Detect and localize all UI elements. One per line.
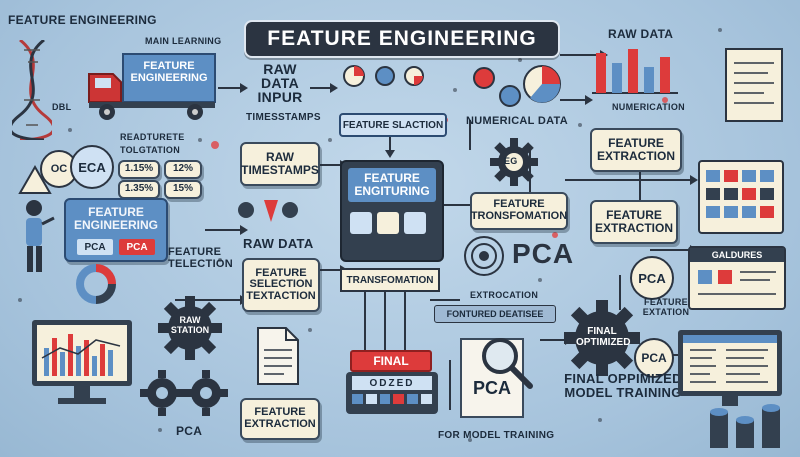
pca-big-text: PCA (512, 238, 575, 269)
final-red-button[interactable]: FINAL (350, 350, 432, 372)
final-optimized-gear-icon (564, 300, 640, 376)
pca-bottom-label: PCA (176, 424, 203, 438)
pca-circle-bottom: PCA (634, 338, 674, 378)
feature-telection-label: FEATURE TELECTION (168, 246, 234, 271)
truck-icon (88, 53, 216, 120)
panel-tile-2 (377, 212, 399, 234)
bar-chart-icon (592, 49, 678, 94)
gear-eg-label: EG (504, 156, 518, 166)
main-learning-label: MAIN LEARNING (145, 36, 222, 46)
for-model-training-label: FOR MODEL TRAINING (438, 430, 555, 441)
feature-engineering-left-panel: FEATURE ENGINEERING PCA PCA (64, 198, 168, 262)
feature-slaction-pill: FEATURE SLACTION (339, 113, 447, 137)
numerical-pie-icon (473, 65, 561, 107)
pca-circle-top: PCA (630, 256, 674, 300)
key (365, 394, 377, 404)
feature-engiturng-panel: FEATURE ENGITURING (340, 160, 444, 262)
dbl-label: DBL (52, 102, 72, 112)
key (379, 394, 391, 404)
pca-left-red-chip: PCA (119, 239, 155, 256)
feature-extraction-bottom-card: FEATURE EXTRACTION (240, 398, 320, 440)
truck-label: FEATURE ENGINEERING (130, 60, 208, 85)
corner-title: FEATURE ENGINEERING (8, 13, 157, 27)
magnifier-icon (482, 338, 533, 389)
final-optimized-gear-label: FINAL OPTIMIZED (576, 326, 631, 348)
feature-extraction-card-mid: FEATURE EXTRACTION (590, 200, 678, 244)
raw-station-gear-icon (158, 296, 222, 360)
numerical-data-label: NUMERICAL DATA (466, 115, 568, 127)
notes-icon (725, 48, 783, 122)
feature-extraction-card-top: FEATURE EXTRACTION (590, 128, 682, 172)
panel-tile-1 (350, 212, 372, 234)
feature-transformation-card: FEATURE TRONSFOMATION (470, 192, 568, 230)
fontured-deatisee-pill: FONTURED DEATISEE (434, 305, 556, 323)
final-optimized-model-training-text: FINAL OPPIMIZED MODEL TRAINING (564, 371, 682, 401)
transfomation-bar: TRANSFOMATION (340, 268, 440, 292)
eca-badge: ECA (70, 145, 114, 189)
raw-data-input-label: RAW DATA INPUR (257, 61, 303, 105)
gears-pair-icon (140, 370, 228, 416)
raw-data-mid-label: RAW DATA (243, 236, 314, 251)
odzed-display: ODZED (352, 376, 432, 390)
extrocation-label: EXTROCATION (470, 290, 539, 300)
pca-magnify-text: PCA (472, 377, 511, 398)
value-tile-4: 15% (164, 180, 202, 199)
galdures-panel: GALDURES (688, 246, 786, 310)
raw-data-top-label: RAW DATA (608, 27, 674, 41)
odzed-keypad: ODZED (346, 372, 438, 414)
value-tile-2: 12% (164, 160, 202, 179)
key (407, 394, 419, 404)
timesstamps-label: TIMESSTAMPS (246, 112, 321, 123)
cylinder-icon (710, 404, 780, 448)
panel-tile-3 (404, 212, 426, 234)
key (393, 394, 405, 404)
key (352, 394, 363, 404)
data-people-icon (238, 200, 298, 222)
gear-icon (490, 138, 538, 186)
numerication-label: NUMERICATION (612, 102, 685, 112)
feature-engineering-left-title: FEATURE ENGINEERING (73, 205, 158, 232)
bottom-monitor-icon (678, 330, 782, 406)
dna-icon (12, 40, 52, 140)
warning-icon (18, 165, 52, 194)
feature-engiturng-title: FEATURE ENGITURING (348, 168, 436, 202)
value-tile-1: 1.15% (118, 160, 160, 179)
key (421, 394, 432, 404)
pca-left-blue-chip: PCA (77, 239, 113, 256)
person-icon (26, 200, 55, 272)
calendar-grid-icon (698, 160, 784, 234)
target-icon (464, 236, 504, 276)
value-tile-3: 1.35% (118, 180, 160, 199)
monitor-chart-icon (32, 320, 132, 404)
tolgtation-label: TOLGTATION (120, 145, 180, 155)
raw-timestamps-card: RAW TIMESTAMPS (240, 142, 320, 186)
feature-selection-card: FEATURE SELECTION TEXTACTION (242, 258, 320, 312)
feature-extation-label: FEATURE EXTATION (642, 297, 690, 317)
donut-chart-icon (76, 264, 116, 304)
pie-chart-icon (343, 65, 424, 87)
galdures-panel-header: GALDURES (690, 248, 784, 262)
main-title: FEATURE ENGINEERING (244, 20, 560, 58)
raw-station-label: RAW STATION (170, 315, 210, 335)
document-icon (257, 327, 299, 385)
readturete-label: READTURETE (120, 132, 185, 142)
